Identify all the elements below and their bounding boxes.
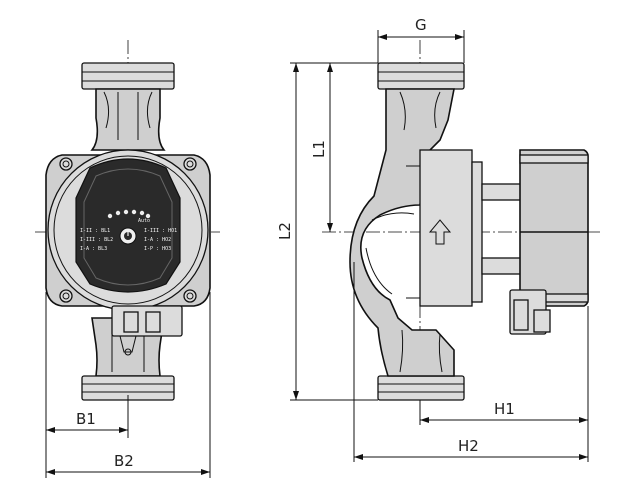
dimension-label-h2: H2 xyxy=(458,437,479,455)
side-view xyxy=(322,40,600,410)
indicator-caption: Auto xyxy=(138,218,150,224)
right-mode-list: I-III : HO1 I-A : HO2 I-P : HO3 xyxy=(144,228,177,252)
dimension-label-h1: H1 xyxy=(494,400,515,418)
dimension-label-l1: L1 xyxy=(310,140,328,158)
mode-label: I-P : HO3 xyxy=(144,246,171,252)
dimension-label-g: G xyxy=(415,16,427,34)
front-dimensions: B1 B2 xyxy=(45,292,211,478)
front-view: Auto I-II : BL1 I-III : BL2 I-A : BL3 I-… xyxy=(35,40,220,401)
left-mode-list: I-II : BL1 I-III : BL2 I-A : BL3 xyxy=(80,228,113,252)
mode-label: I-II : BL1 xyxy=(80,228,110,234)
mode-label: I-A : BL3 xyxy=(80,246,107,252)
indicator-leds xyxy=(107,209,151,219)
side-dimensions: G L1 L2 H1 H2 xyxy=(276,16,589,462)
dimension-label-l2: L2 xyxy=(276,222,294,240)
dimension-label-b2: B2 xyxy=(114,452,134,470)
mode-label: I-III : HO1 xyxy=(144,228,177,234)
flow-arrow-icon xyxy=(428,219,452,245)
mode-label: I-A : HO2 xyxy=(144,237,171,243)
mode-label: I-III : BL2 xyxy=(80,237,113,243)
dimension-label-b1: B1 xyxy=(76,410,96,428)
